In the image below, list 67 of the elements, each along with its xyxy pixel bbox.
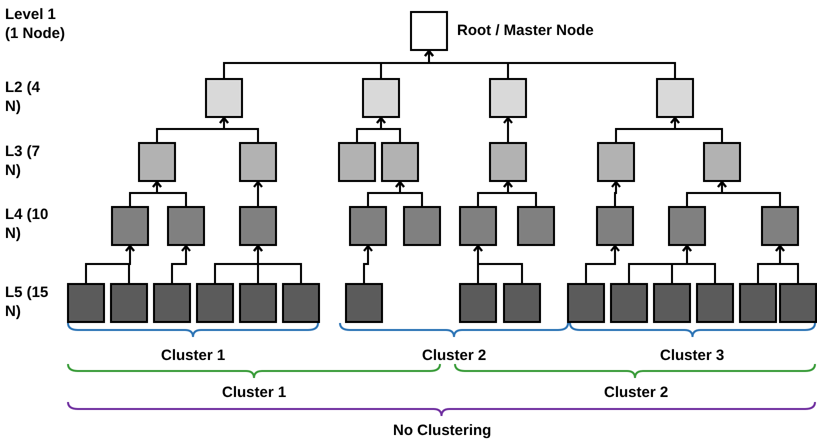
level-label: L5 (15 N) [5, 283, 50, 321]
arrow [424, 50, 676, 78]
arrow [472, 244, 523, 283]
node-box [703, 142, 741, 182]
arrow [502, 116, 514, 142]
arrow [716, 180, 781, 206]
node-box [739, 283, 777, 323]
node-box [696, 283, 734, 323]
node-box [196, 283, 234, 323]
arrow [610, 180, 622, 206]
node-box [239, 142, 277, 182]
cluster-label: Cluster 2 [604, 383, 668, 402]
cluster-label: Cluster 1 [222, 383, 286, 402]
arrow [252, 244, 302, 283]
node-caption: Root / Master Node [457, 21, 594, 40]
node-box [656, 78, 694, 118]
node-box [489, 78, 527, 118]
node-box [610, 283, 648, 323]
node-box [67, 283, 105, 323]
node-box [282, 283, 320, 323]
node-box [138, 142, 176, 182]
node-box [489, 142, 527, 182]
cluster-label: Cluster 3 [660, 346, 724, 365]
cluster-label: Cluster 2 [422, 346, 486, 365]
node-box [668, 206, 706, 246]
arrow [171, 244, 192, 283]
node-box [153, 283, 191, 323]
node-box [653, 283, 691, 323]
node-box [567, 283, 605, 323]
node-box [167, 206, 205, 246]
node-box [239, 206, 277, 246]
node-box [403, 206, 441, 246]
arrow [774, 244, 799, 283]
node-box [503, 283, 541, 323]
arrow [394, 180, 423, 206]
node-box [362, 78, 400, 118]
cluster-label: Cluster 1 [161, 346, 226, 365]
level-label: Level 1 (1 Node) [5, 5, 66, 43]
arrow [218, 116, 259, 142]
node-box [779, 283, 817, 323]
node-box [381, 142, 419, 182]
level-label: L2 (4 N) [5, 78, 42, 116]
node-box [345, 283, 383, 323]
arrow [682, 244, 716, 283]
node-box [205, 78, 243, 118]
node-box [111, 206, 149, 246]
arrow [362, 244, 374, 283]
arrow [502, 180, 537, 206]
arrow [376, 116, 401, 142]
node-box [239, 283, 277, 323]
node-box [596, 206, 634, 246]
level-label: L4 (10 N) [5, 205, 50, 243]
level-label: L3 (7 N) [5, 142, 42, 180]
node-box [110, 283, 148, 323]
arrow [152, 180, 187, 206]
node-box [459, 283, 497, 323]
node-box [338, 142, 376, 182]
arrow [585, 244, 620, 283]
cluster-label: No Clustering [393, 421, 492, 440]
node-box [597, 142, 635, 182]
node-box [761, 206, 799, 246]
node-box [517, 206, 555, 246]
arrow [252, 180, 264, 206]
arrow [670, 116, 723, 142]
node-box [459, 206, 497, 246]
arrow [124, 244, 136, 283]
node-box [349, 206, 387, 246]
